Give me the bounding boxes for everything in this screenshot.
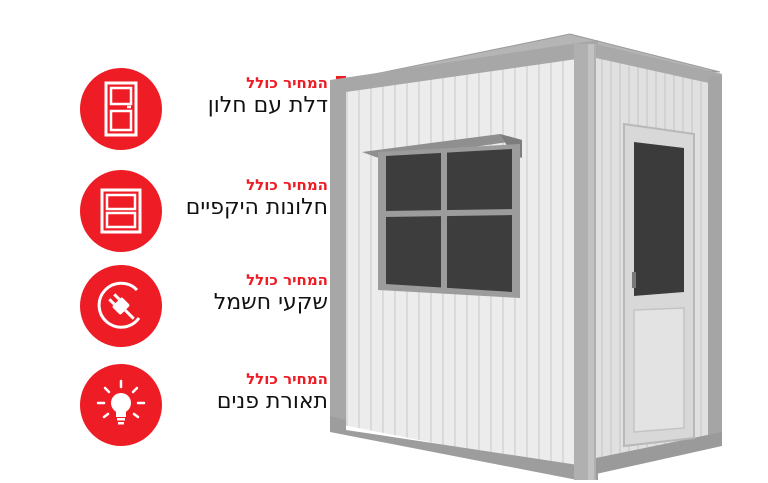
door-icon-circle bbox=[80, 68, 162, 150]
feature-windows: המחיר כולל חלונות היקפיים bbox=[80, 170, 350, 252]
feature-title: תאורת פנים bbox=[216, 389, 328, 414]
bulb-icon-circle bbox=[80, 364, 162, 446]
price-included-label: המחיר כולל bbox=[246, 370, 328, 388]
window-icon bbox=[100, 188, 142, 234]
feature-lighting: המחיר כולל תאורת פנים bbox=[80, 364, 350, 446]
feature-door: המחיר כולל דלת עם חלון bbox=[80, 68, 350, 150]
price-included-label: המחיר כולל bbox=[246, 74, 328, 92]
feature-title: דלת עם חלון bbox=[207, 93, 328, 118]
price-included-label: המחיר כולל bbox=[246, 176, 328, 194]
price-included-label: המחיר כולל bbox=[246, 271, 328, 289]
light-bulb-icon bbox=[96, 379, 146, 425]
feature-electric: המחיר כולל שקעי חשמל bbox=[80, 265, 350, 347]
electric-plug-icon bbox=[97, 281, 141, 329]
portable-cabin-illustration bbox=[330, 33, 722, 480]
door-icon bbox=[104, 81, 138, 137]
plug-icon-circle bbox=[80, 265, 162, 347]
feature-title: שקעי חשמל bbox=[213, 290, 328, 315]
window-icon-circle bbox=[80, 170, 162, 252]
feature-title: חלונות היקפיים bbox=[185, 195, 328, 220]
